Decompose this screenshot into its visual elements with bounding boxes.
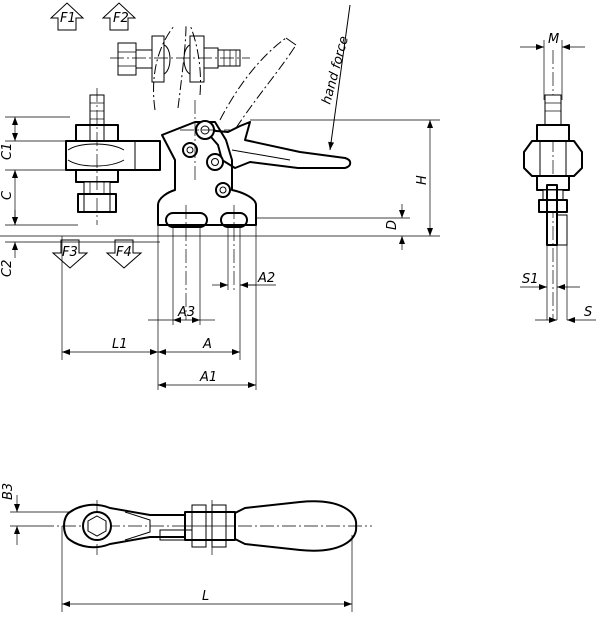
front-view: M S1 S xyxy=(520,32,596,323)
clamp-base xyxy=(157,121,257,226)
hand-force-arrow xyxy=(328,4,351,151)
force-arrow-f3: F3 xyxy=(51,239,89,269)
dim-s: S xyxy=(584,305,592,320)
force-arrow-f1: F1 xyxy=(49,2,85,31)
open-position-ghost xyxy=(110,24,297,129)
force-arrow-f4: F4 xyxy=(105,239,143,269)
force-label-f3: F3 xyxy=(62,245,78,260)
force-label-f4: F4 xyxy=(116,245,132,260)
hand-force-label: hand force xyxy=(319,35,352,106)
top-handle xyxy=(234,500,358,552)
pivot-3 xyxy=(206,153,224,171)
dim-c1: C1 xyxy=(0,143,15,160)
side-view: hand force xyxy=(65,4,352,320)
pivot-2 xyxy=(182,142,198,158)
dim-h: H xyxy=(415,175,430,185)
dim-c2: C2 xyxy=(0,260,15,277)
force-arrow-f2: F2 xyxy=(101,2,137,31)
force-label-f2: F2 xyxy=(113,11,129,26)
top-spindle-nut xyxy=(82,511,112,541)
top-view: B3 L xyxy=(1,483,372,612)
clamp-arm xyxy=(65,140,161,171)
pivot-4 xyxy=(215,182,231,198)
front-arm xyxy=(523,140,583,177)
side-view-dimensions: C1 C C2 H D A2 A3 L1 A xyxy=(0,116,440,390)
dim-a2: A2 xyxy=(257,271,275,286)
dim-a1: A1 xyxy=(199,370,217,385)
top-arm xyxy=(63,503,196,549)
dim-l: L xyxy=(202,589,209,604)
dim-m: M xyxy=(548,32,559,47)
force-label-f1: F1 xyxy=(60,11,76,26)
dim-s1: S1 xyxy=(522,272,539,287)
dim-a3: A3 xyxy=(177,305,195,320)
dim-b3: B3 xyxy=(1,483,16,500)
dim-l1: L1 xyxy=(112,337,128,352)
clamp-handle xyxy=(204,121,352,169)
dim-c: C xyxy=(0,190,15,200)
dim-a: A xyxy=(202,337,212,352)
dim-d: D xyxy=(385,220,400,230)
